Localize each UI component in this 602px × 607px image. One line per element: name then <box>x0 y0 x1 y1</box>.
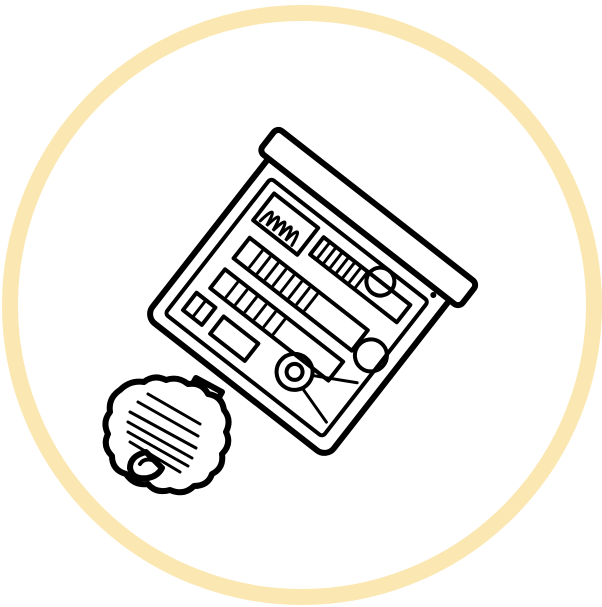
key <box>105 377 228 492</box>
